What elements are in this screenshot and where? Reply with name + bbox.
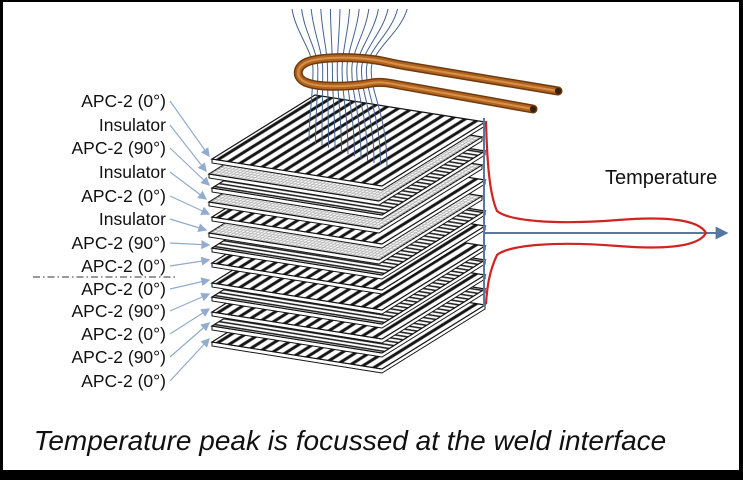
temperature-axis-label: Temperature (605, 167, 717, 189)
coil-end-cap (554, 87, 562, 95)
field-line (356, 8, 379, 161)
layer-label: APC-2 (90°) (71, 301, 166, 321)
layer-label: APC-2 (0°) (81, 371, 166, 391)
label-arrow (169, 338, 210, 382)
layer-label: APC-2 (90°) (71, 233, 166, 253)
caption: Temperature peak is focussed at the weld… (34, 425, 666, 456)
label-arrow (169, 218, 208, 233)
label-arrow (169, 171, 208, 200)
field-line (329, 8, 336, 150)
layer-label: APC-2 (0°) (81, 186, 166, 206)
field-line (351, 8, 370, 159)
field-line (310, 8, 324, 146)
label-arrow (169, 256, 211, 267)
label-arrow (169, 308, 211, 335)
magnetic-field-lines (291, 8, 408, 168)
field-line (346, 8, 360, 157)
label-arrow (169, 277, 211, 290)
layer-label: APC-2 (0°) (81, 256, 166, 276)
layer-label: APC-2 (90°) (71, 138, 166, 158)
field-line (320, 8, 329, 148)
layer-label: Insulator (99, 162, 166, 182)
field-line (301, 8, 319, 144)
field-line (360, 8, 389, 164)
label-arrow (169, 240, 211, 250)
label-arrows (169, 100, 211, 382)
label-arrow (169, 147, 210, 186)
field-line (341, 8, 351, 155)
layer-label: Insulator (99, 115, 166, 135)
layer-label: APC-2 (90°) (71, 347, 166, 367)
coil-end-cap (529, 105, 537, 113)
temperature-curve (484, 120, 708, 305)
label-arrow (169, 195, 211, 215)
label-arrow (169, 292, 211, 312)
label-arrow (169, 322, 211, 358)
layer-label: APC-2 (0°) (81, 91, 166, 111)
layer-label: Insulator (99, 209, 166, 229)
label-arrow (169, 124, 207, 173)
field-line (336, 8, 342, 153)
layer-label: APC-2 (0°) (81, 324, 166, 344)
layer-label: APC-2 (0°) (81, 279, 166, 299)
field-line (365, 8, 399, 166)
field-line (370, 8, 408, 168)
coil-highlight (297, 56, 559, 110)
field-line (291, 8, 314, 142)
induction-coil (293, 53, 563, 114)
temperature-plot: Temperature (483, 118, 729, 307)
label-arrow (169, 100, 210, 158)
laminate-stack (207, 94, 487, 374)
